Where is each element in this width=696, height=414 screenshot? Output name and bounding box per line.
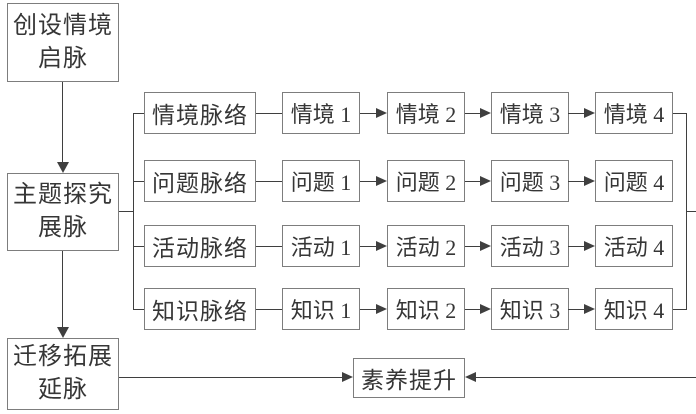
connector-plain — [256, 113, 282, 114]
connector-arrow — [360, 246, 377, 247]
flow-item: 知识 2 — [387, 288, 465, 330]
flow-item: 活动 3 — [491, 225, 569, 267]
flow-item: 活动 1 — [282, 225, 360, 267]
arrowhead-down-icon — [57, 327, 69, 338]
flow-item: 活动 4 — [595, 225, 673, 267]
connector-arrow — [568, 181, 585, 182]
arrowhead-right-icon — [376, 304, 387, 314]
stage-label-line2: 延脉 — [38, 377, 88, 403]
arrowhead-right-icon — [480, 108, 491, 118]
connector-arrow — [568, 113, 585, 114]
arrowhead-down-icon — [57, 162, 69, 173]
flow-item: 问题 2 — [387, 160, 465, 202]
stage-label-line2: 展脉 — [38, 215, 88, 241]
left-bracket-line — [133, 113, 134, 310]
connector-arrow — [568, 309, 585, 310]
row-header-question-thread: 问题脉络 — [144, 160, 256, 202]
arrowhead-left-icon — [465, 372, 476, 382]
connector-arrow — [465, 181, 481, 182]
row-header-activity-thread: 活动脉络 — [144, 225, 256, 267]
stage-box-theme-exploration: 主题探究 展脉 — [7, 173, 119, 251]
flow-item: 情境 2 — [387, 92, 465, 134]
flow-item: 情境 4 — [595, 92, 673, 134]
connector-right-result — [475, 377, 696, 378]
stage-label-line2: 启脉 — [38, 45, 88, 72]
arrowhead-right-icon — [376, 108, 387, 118]
flow-item: 活动 2 — [387, 225, 465, 267]
result-box-literacy-improvement: 素养提升 — [353, 358, 465, 398]
right-bracket-exit-stub — [686, 211, 696, 212]
connector-theme-bracket — [119, 211, 134, 212]
flow-item: 情境 3 — [491, 92, 569, 134]
flow-item: 知识 3 — [491, 288, 569, 330]
connector-plain — [256, 246, 282, 247]
row-header-knowledge-thread: 知识脉络 — [144, 288, 256, 330]
flow-item: 情境 1 — [282, 92, 360, 134]
arrowhead-right-icon — [584, 241, 595, 251]
connector-arrow — [360, 181, 377, 182]
arrowhead-right-icon — [584, 304, 595, 314]
flow-item: 知识 4 — [595, 288, 673, 330]
flow-item: 知识 1 — [282, 288, 360, 330]
connector-arrow — [465, 246, 481, 247]
connector-plain — [256, 309, 282, 310]
flow-item: 问题 4 — [595, 160, 673, 202]
bracket-stub-row2 — [133, 181, 145, 182]
arrowhead-right-icon — [480, 176, 491, 186]
arrowhead-right-icon — [342, 372, 353, 382]
connector-stage2-stage3 — [62, 251, 63, 328]
bracket-stub-row3 — [133, 246, 145, 247]
flow-item: 问题 1 — [282, 160, 360, 202]
connector-arrow — [465, 113, 481, 114]
connector-plain — [256, 181, 282, 182]
right-bracket-hook-row4 — [673, 309, 687, 310]
connector-transfer-result — [119, 377, 343, 378]
bracket-stub-row4 — [133, 309, 145, 310]
flow-item: 问题 3 — [491, 160, 569, 202]
connector-stage1-stage2 — [62, 82, 63, 164]
bracket-stub-row1 — [133, 113, 145, 114]
stage-box-transfer-extend: 迁移拓展 延脉 — [7, 338, 119, 410]
arrowhead-right-icon — [584, 108, 595, 118]
arrowhead-right-icon — [480, 241, 491, 251]
arrowhead-right-icon — [376, 176, 387, 186]
stage-label-line1: 创设情境 — [13, 12, 113, 39]
arrowhead-right-icon — [376, 241, 387, 251]
arrowhead-right-icon — [480, 304, 491, 314]
connector-arrow — [568, 246, 585, 247]
arrowhead-right-icon — [584, 176, 595, 186]
connector-arrow — [465, 309, 481, 310]
stage-label-line1: 主题探究 — [13, 182, 113, 208]
row-header-context-thread: 情境脉络 — [144, 92, 256, 134]
stage-box-create-context: 创设情境 启脉 — [7, 3, 119, 82]
connector-arrow — [360, 309, 377, 310]
right-bracket-hook-row1 — [673, 113, 687, 114]
stage-label-line1: 迁移拓展 — [13, 344, 113, 370]
connector-arrow — [360, 113, 377, 114]
